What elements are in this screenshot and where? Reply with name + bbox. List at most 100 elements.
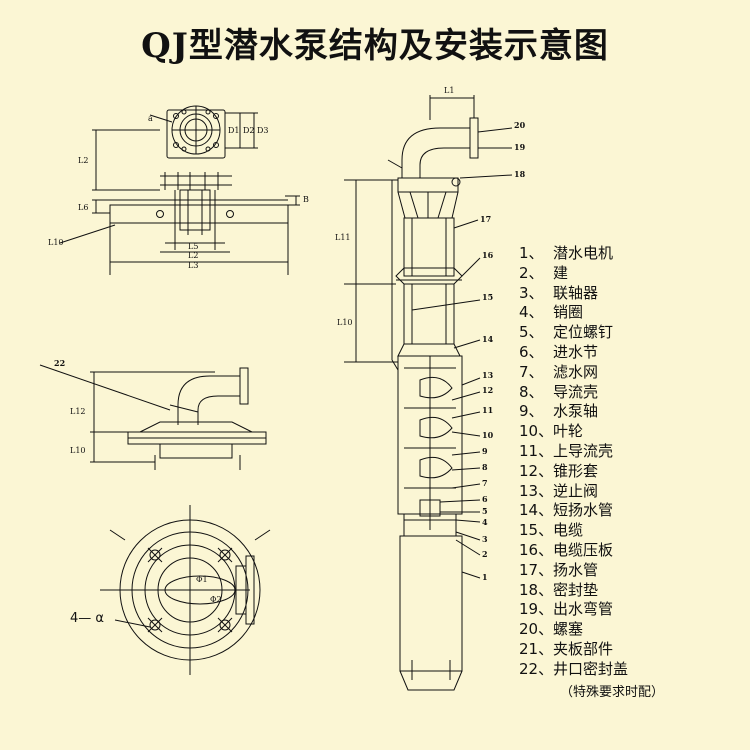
legend-item: 1、潜水电机	[519, 244, 628, 264]
dim-l10-mid: L10	[70, 446, 86, 455]
callout-5: 5	[482, 506, 488, 516]
legend-item: 14、短扬水管	[519, 501, 628, 521]
legend-item: 20、螺塞	[519, 620, 628, 640]
callout-18: 18	[514, 169, 526, 179]
legend-item-name: 出水弯管	[553, 600, 614, 619]
dim-l11: L11	[335, 233, 351, 242]
legend-item-number: 13、	[519, 481, 554, 500]
dim-a: a	[148, 114, 153, 123]
legend-item: 17、扬水管	[519, 561, 628, 581]
legend-item-number: 3、	[519, 283, 544, 302]
callout-2: 2	[482, 549, 488, 559]
pump-assembly	[344, 95, 513, 691]
dim-l6: L6	[78, 203, 88, 212]
callout-14: 14	[482, 334, 494, 344]
dim-l2-top: L2	[78, 156, 88, 165]
legend-item-name: 电缆	[553, 521, 584, 540]
legend-note: （特殊要求时配）	[560, 685, 665, 700]
legend-item-name: 井口密封盖	[553, 659, 629, 678]
legend-item-name: 上导流壳	[553, 441, 614, 460]
legend-item-name: 电缆压板	[553, 540, 614, 559]
dim-l1: L1	[444, 86, 454, 95]
legend-item: 21、夹板部件	[519, 640, 628, 660]
legend-item-number: 21、	[519, 639, 554, 658]
legend-item-name: 密封垫	[553, 580, 599, 599]
callout-15: 15	[482, 292, 493, 302]
callout-10: 10	[482, 430, 494, 440]
legend-item-name: 销圈	[553, 303, 584, 322]
legend-item-number: 6、	[519, 342, 544, 361]
legend-item: 10、叶轮	[519, 422, 628, 442]
callout-16: 16	[482, 250, 494, 260]
outlet-flange-view	[59, 105, 300, 275]
hole-count-label: 4— α	[70, 611, 104, 626]
dimension-labels: a D1 D2 D3 L2 L6 B L5 L2 L3 L10 L12 L10 …	[48, 86, 454, 604]
legend-item-number: 5、	[519, 323, 544, 342]
callout-9: 9	[482, 446, 488, 456]
callout-13: 13	[482, 370, 494, 380]
legend-item: 3、联轴器	[519, 284, 628, 304]
legend-item: 15、电缆	[519, 521, 628, 541]
legend-item-number: 2、	[519, 263, 544, 282]
legend-item: 2、建	[519, 264, 628, 284]
legend-item-name: 夹板部件	[553, 639, 614, 658]
legend-item-number: 10、	[519, 422, 554, 441]
legend-item: 16、电缆压板	[519, 541, 628, 561]
callout-8: 8	[482, 462, 488, 472]
legend-item-number: 7、	[519, 362, 544, 381]
legend-item-number: 8、	[519, 382, 544, 401]
legend-item-name: 短扬水管	[553, 501, 614, 520]
callout-12: 12	[482, 385, 493, 395]
legend-item: 18、密封垫	[519, 581, 628, 601]
legend-item-number: 18、	[519, 580, 554, 599]
legend-item-name: 定位螺钉	[553, 323, 614, 342]
page-title: QJ型潜水泵结构及安装示意图	[141, 26, 609, 66]
dim-d2: D2	[243, 126, 255, 135]
dim-l10-right: L10	[337, 318, 353, 327]
callout-1: 1	[482, 572, 488, 582]
legend-item: 9、水泵轴	[519, 402, 628, 422]
legend-item-number: 1、	[519, 244, 544, 262]
legend-item: 22、井口密封盖	[519, 660, 628, 680]
legend-item-name: 叶轮	[553, 422, 584, 441]
wellhead-seal-plan-view	[100, 505, 271, 675]
legend-item-name: 扬水管	[553, 560, 599, 579]
legend-item: 8、导流壳	[519, 383, 628, 403]
legend-item-name: 螺塞	[553, 620, 584, 639]
callout-11: 11	[482, 405, 493, 415]
legend-item-number: 14、	[519, 501, 554, 520]
dim-l3: L3	[188, 261, 198, 270]
legend-item-name: 滤水网	[553, 362, 599, 381]
callout-19: 19	[514, 142, 526, 152]
legend-item-name: 逆止阀	[553, 481, 599, 500]
legend-item-number: 9、	[519, 402, 544, 421]
dim-l2-bottom: L2	[188, 251, 198, 260]
legend-item-name: 导流壳	[553, 382, 599, 401]
legend-item-number: 11、	[519, 441, 554, 460]
legend-item: 6、进水节	[519, 343, 628, 363]
legend-item-number: 4、	[519, 303, 544, 322]
legend-item-number: 15、	[519, 521, 554, 540]
legend-item: 11、上导流壳	[519, 442, 628, 462]
callout-7: 7	[482, 478, 488, 488]
callout-4: 4	[482, 517, 488, 527]
legend-item-number: 20、	[519, 620, 554, 639]
legend-item: 12、锥形套	[519, 462, 628, 482]
legend-item-name: 进水节	[553, 342, 599, 361]
dim-l12: L12	[70, 407, 86, 416]
callout-20: 20	[514, 120, 526, 130]
legend-item-number: 19、	[519, 600, 554, 619]
legend-item-number: 12、	[519, 461, 554, 480]
part-callouts: 22 20 19 18 17 16 15 14 13 12 11 10 9 8 …	[54, 120, 526, 582]
legend-item: 13、逆止阀	[519, 482, 628, 502]
legend-item-number: 17、	[519, 560, 554, 579]
legend-item: 7、滤水网	[519, 363, 628, 383]
legend-item-number: 16、	[519, 540, 554, 559]
legend-item: 19、出水弯管	[519, 600, 628, 620]
legend-item-name: 水泵轴	[553, 402, 599, 421]
dim-l5: L5	[188, 242, 198, 251]
callout-17: 17	[480, 214, 491, 224]
callout-22: 22	[54, 358, 65, 368]
